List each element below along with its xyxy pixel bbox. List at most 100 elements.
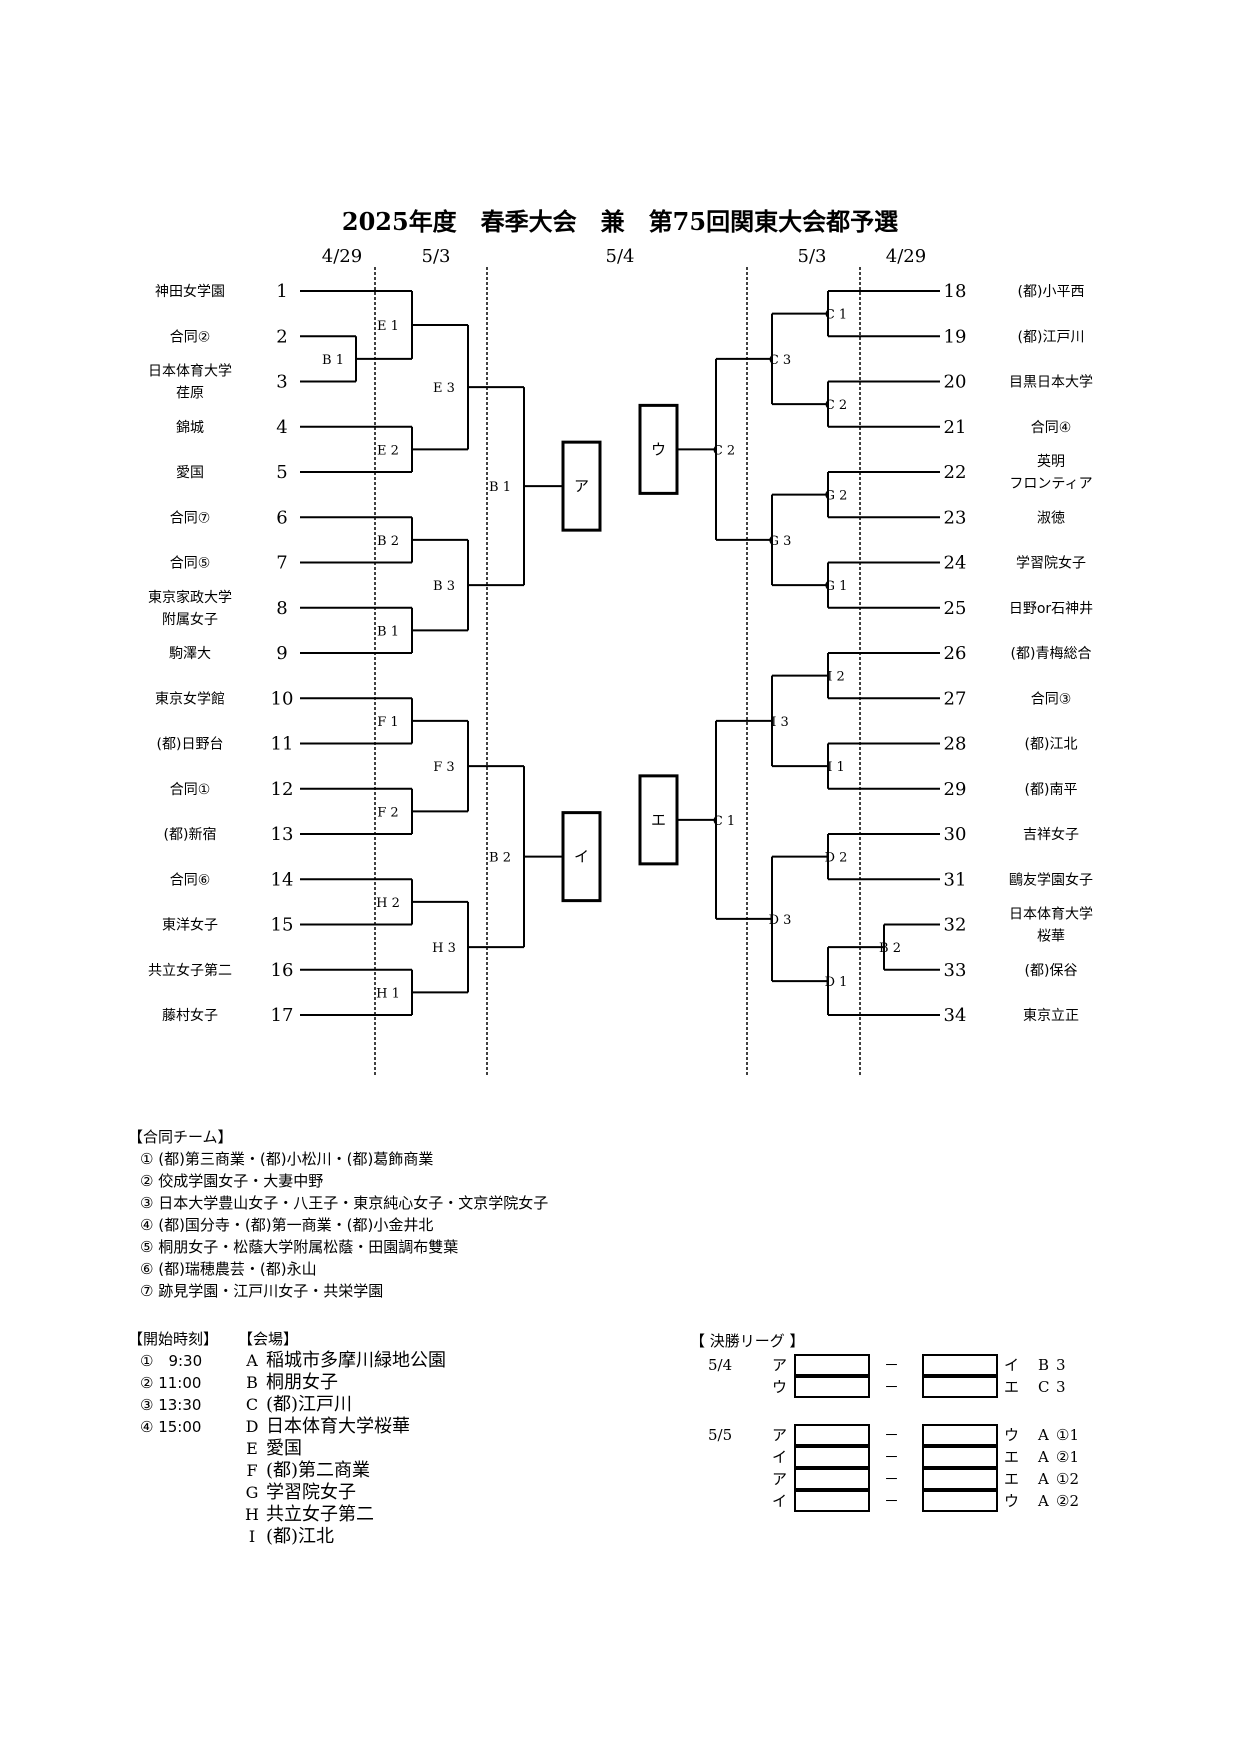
team-list: 1神田女学園2合同②3日本体育大学荏原4錦城5愛国6合同⑦7合同⑤8東京家政大学…	[148, 281, 1093, 1026]
venue-code: E	[246, 1439, 258, 1458]
final-league-team-a: ウ	[772, 1378, 788, 1396]
final-league-venue: B	[1038, 1356, 1050, 1374]
joint-team-item: ② 佼成学園女子・大妻中野	[140, 1172, 324, 1190]
team-number: 22	[944, 462, 967, 483]
match-label: H 2	[376, 896, 400, 911]
joint-team-item: ⑤ 桐朋女子・松蔭大学附属松蔭・田園調布雙葉	[140, 1238, 459, 1256]
center-box	[638, 774, 679, 866]
start-time-item: ① 9:30	[140, 1352, 203, 1370]
team-name: 鷗友学園女子	[1009, 871, 1093, 888]
venues-title: 【会場】	[238, 1330, 299, 1348]
team-number: 16	[271, 960, 294, 981]
final-league-date: 5/4	[708, 1356, 733, 1374]
joint-team-item: ⑥ (都)瑞穂農芸・(都)永山	[140, 1260, 317, 1278]
match-label: B 1	[322, 353, 344, 368]
match-label: F 1	[377, 715, 398, 730]
joint-team-item: ③ 日本大学豊山女子・八王子・東京純心女子・文京学院女子	[140, 1194, 549, 1212]
page-title: 2025年度 春季大会 兼 第75回関東大会都予選	[342, 207, 898, 236]
team-number: 25	[944, 598, 967, 619]
match-label: B 1	[377, 624, 399, 639]
team-name: 日本体育大学	[1009, 907, 1093, 923]
date-left-r1: 4/29	[322, 246, 362, 267]
final-league-time: ②1	[1056, 1448, 1079, 1466]
center-box-label: ア	[574, 477, 589, 495]
match-label: E 3	[433, 381, 455, 396]
match-label: B 3	[433, 579, 455, 594]
final-league-team-b: イ	[1004, 1356, 1020, 1374]
team-name: (都)江戸川	[1018, 329, 1085, 345]
match-label: C 1	[825, 308, 847, 323]
team-number: 33	[944, 960, 967, 981]
match-label: H 3	[432, 941, 456, 956]
match-label: I 3	[771, 715, 789, 730]
team-name: (都)日野台	[157, 737, 224, 753]
team-name: 東洋女子	[162, 917, 218, 934]
final-league-venue: A	[1038, 1426, 1049, 1444]
team-number: 4	[276, 417, 287, 438]
final-league-venue: A	[1038, 1470, 1049, 1488]
final-league-time: ①2	[1056, 1470, 1079, 1488]
team-name: 合同⑥	[170, 872, 211, 888]
match-label: D 3	[769, 913, 792, 928]
team-name: 目黒日本大学	[1009, 375, 1093, 391]
match-label: C 3	[769, 353, 791, 368]
final-league-team-a: ア	[772, 1470, 788, 1488]
joint-team-item: ⑦ 跡見学園・江戸川女子・共栄学園	[140, 1282, 384, 1300]
team-number: 14	[271, 869, 294, 890]
venue-code: G	[245, 1483, 259, 1502]
team-number: 30	[944, 824, 967, 845]
team-number: 3	[276, 372, 287, 393]
team-number: 2	[276, 326, 287, 347]
team-name: 合同⑦	[170, 510, 211, 526]
date-center: 5/4	[606, 246, 635, 267]
final-league-time: ①1	[1056, 1426, 1079, 1444]
match-label: G 3	[769, 534, 792, 549]
match-label: B 2	[489, 851, 511, 866]
team-name: 駒澤大	[169, 646, 211, 662]
score-box-a	[794, 1376, 870, 1398]
team-name: (都)新宿	[164, 826, 217, 843]
final-league-team-a: イ	[772, 1492, 788, 1510]
match-label: E 1	[377, 319, 399, 334]
final-league-dash: －	[884, 1492, 900, 1510]
score-box-b	[922, 1424, 998, 1446]
venue-item: C(都)江戸川	[238, 1394, 446, 1416]
venue-name: 桐朋女子	[266, 1372, 338, 1393]
match-label: C 2	[825, 398, 847, 413]
team-number: 1	[276, 281, 287, 302]
team-name: (都)保谷	[1025, 963, 1078, 979]
team-name: (都)青梅総合	[1011, 646, 1092, 662]
score-box-b	[922, 1468, 998, 1490]
match-label: C 2	[713, 443, 735, 458]
center-box	[561, 811, 602, 903]
team-number: 31	[944, 869, 967, 890]
match-label: F 3	[433, 760, 454, 775]
start-time-item: ④ 15:00	[140, 1418, 202, 1436]
team-number: 21	[944, 417, 967, 438]
team-number: 8	[276, 598, 287, 619]
score-box-a	[794, 1446, 870, 1468]
match-label: H 1	[376, 986, 400, 1001]
final-league-dash: －	[884, 1378, 900, 1396]
team-name: 藤村女子	[162, 1007, 218, 1024]
venue-name: 愛国	[266, 1438, 302, 1459]
final-league-team-a: イ	[772, 1448, 788, 1466]
bracket-lines	[300, 267, 940, 1077]
team-name: 合同②	[170, 329, 211, 345]
venue-item: F(都)第二商業	[238, 1460, 446, 1482]
final-league-title: 【 決勝リーグ 】	[690, 1332, 805, 1350]
team-number: 9	[276, 643, 287, 664]
final-league-venue: A	[1038, 1448, 1049, 1466]
team-number: 17	[271, 1005, 294, 1026]
match-label: D 2	[825, 851, 848, 866]
